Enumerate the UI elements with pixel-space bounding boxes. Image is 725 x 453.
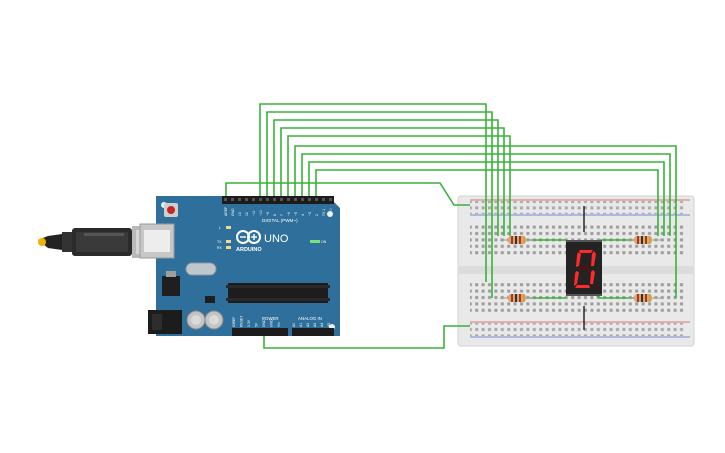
pin-label: 3.3V xyxy=(247,319,251,327)
resistor-4[interactable] xyxy=(628,294,662,302)
led-rx xyxy=(226,246,231,249)
usb-cable-end xyxy=(38,234,62,250)
power-header-label: POWER xyxy=(262,316,279,321)
segment-c xyxy=(590,270,595,284)
pin-label: 2 xyxy=(315,214,319,216)
pin-label: 12 xyxy=(245,212,249,216)
pin-label: GND xyxy=(231,208,235,216)
wire-4[interactable] xyxy=(280,127,505,236)
segment-b xyxy=(591,251,596,266)
digital-header-holes xyxy=(224,198,332,201)
reset-button-cap[interactable] xyxy=(167,206,175,214)
pin-label: GND xyxy=(262,319,266,327)
wire-9[interactable] xyxy=(315,169,659,236)
pin-label: A2 xyxy=(306,323,310,327)
pin-label: A0 xyxy=(292,323,296,327)
pin-label: RESET xyxy=(240,316,244,327)
led-on xyxy=(310,240,320,243)
seven-segment-display[interactable] xyxy=(566,240,602,296)
pin-label: ~11 xyxy=(252,210,256,216)
pin-label: GND xyxy=(270,319,274,327)
usb-cable-tip xyxy=(38,238,46,246)
led-tx-label: TX xyxy=(217,240,222,244)
segment-d xyxy=(575,285,590,288)
power-header xyxy=(232,328,288,336)
wire-6[interactable] xyxy=(294,145,677,236)
pin-label: AREF xyxy=(224,207,228,216)
arduino-pcb xyxy=(156,196,340,336)
digital-header xyxy=(222,196,334,204)
led-rx-label: RX xyxy=(217,246,223,250)
segment-g xyxy=(579,267,591,270)
pin-label: 7 xyxy=(280,214,284,216)
pin-label: 8 xyxy=(273,214,277,216)
led-on-label: ON xyxy=(321,240,327,244)
wire-3[interactable] xyxy=(273,119,499,236)
display-segments xyxy=(574,250,599,290)
resistor-1[interactable] xyxy=(500,236,534,244)
segment-f xyxy=(576,252,581,267)
wire-5v[interactable] xyxy=(263,325,470,349)
pin-label: IOREF xyxy=(232,317,236,327)
pin-label: A3 xyxy=(313,323,317,327)
led-tx xyxy=(226,240,231,243)
resistor-3[interactable] xyxy=(628,236,662,244)
wire-2[interactable] xyxy=(266,111,493,236)
wire-gnd[interactable] xyxy=(225,182,470,206)
pin-label: ~6 xyxy=(287,212,291,216)
segment-e xyxy=(574,271,579,286)
pin-label: 4 xyxy=(301,214,305,216)
pin-label: A5 xyxy=(327,323,331,327)
analog-header xyxy=(292,328,334,336)
segment-a xyxy=(579,250,593,253)
pin-label: A1 xyxy=(299,323,303,327)
crystal-oscillator xyxy=(185,262,217,276)
wire-7[interactable] xyxy=(301,153,671,236)
digital-header-label: DIGITAL (PWM~) xyxy=(262,218,298,223)
pin-label: Vin xyxy=(277,322,281,327)
segment-dp xyxy=(595,286,599,290)
wires[interactable] xyxy=(225,103,677,349)
wire-8[interactable] xyxy=(308,161,665,236)
pin-label: 13 xyxy=(238,212,242,216)
pin-label: TX 1 xyxy=(322,209,326,216)
pin-label: ~10 xyxy=(259,210,263,216)
pin-label: RX 0 xyxy=(329,208,333,216)
model-label: UNO xyxy=(264,233,289,245)
arduino-logo xyxy=(236,230,261,244)
led-l xyxy=(226,226,231,229)
led-l-label: L xyxy=(219,226,221,230)
wire-5[interactable] xyxy=(287,135,511,236)
voltage-regulator xyxy=(162,276,180,296)
pin-label: A4 xyxy=(320,323,324,327)
pin-label: ~3 xyxy=(308,212,312,216)
pin-label: 5V xyxy=(255,322,259,327)
analog-header-label: ANALOG IN xyxy=(298,316,322,321)
pin-label: ~5 xyxy=(294,212,298,216)
resistor-2[interactable] xyxy=(500,294,534,302)
brand-label: ARDUINO xyxy=(236,247,262,253)
pin-label: ~9 xyxy=(266,212,270,216)
